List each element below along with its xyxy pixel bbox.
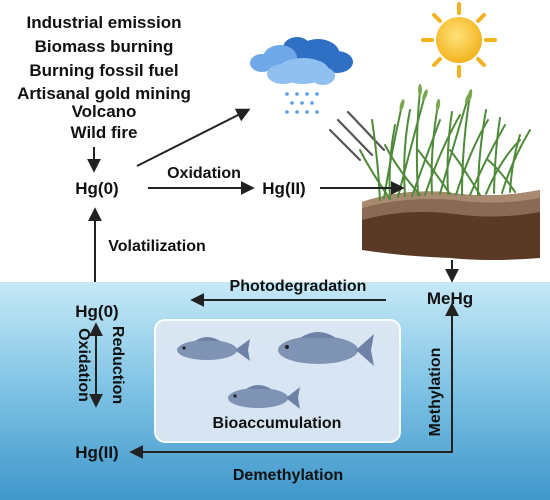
process-reduction: Reduction <box>109 326 126 404</box>
cloud-icon <box>250 37 353 85</box>
species-hg0-air: Hg(0) <box>75 179 118 198</box>
fish-icon-2 <box>278 332 374 366</box>
process-oxidation-water: Oxidation <box>75 328 92 402</box>
process-volatilization: Volatilization <box>108 238 205 255</box>
species-hg2-air: Hg(II) <box>262 179 305 198</box>
rain-drops <box>285 92 319 114</box>
fish-icon-3 <box>228 385 300 409</box>
process-methylation: Methylation <box>427 348 444 437</box>
grass-seedheads <box>399 84 473 111</box>
fish-icon-1 <box>177 337 250 361</box>
arrows <box>87 108 459 459</box>
process-photodegradation: Photodegradation <box>230 278 367 295</box>
species-hg0-water: Hg(0) <box>75 302 118 321</box>
species-hg2-water: Hg(II) <box>75 443 118 462</box>
arrow-hg0-to-atmosphere <box>136 108 251 167</box>
sun-icon <box>421 2 497 78</box>
grass-icon <box>359 89 531 201</box>
process-oxidation-air: Oxidation <box>167 165 241 182</box>
source-burning-fossil-fuel: Burning fossil fuel <box>29 61 178 80</box>
sunlight-rays <box>328 110 386 162</box>
source-industrial-emission: Industrial emission <box>27 13 182 32</box>
species-mehg: MeHg <box>427 289 473 308</box>
process-bioaccumulation: Bioaccumulation <box>213 415 342 432</box>
soil-block <box>362 190 540 260</box>
process-demethylation: Demethylation <box>233 467 343 484</box>
source-volcano: Volcano <box>72 102 137 121</box>
source-biomass-burning: Biomass burning <box>35 37 174 56</box>
source-wild-fire: Wild fire <box>71 123 138 142</box>
source-artisanal-gold-mining: Artisanal gold mining <box>17 84 191 103</box>
